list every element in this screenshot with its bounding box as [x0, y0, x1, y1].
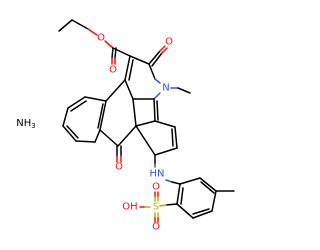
lactam-oxygen-label: O [165, 37, 173, 48]
bond-ethyl-o [87, 28, 98, 36]
ethyl-group [58, 19, 89, 32]
sulfonic-acid-group [139, 191, 178, 223]
bond-nh-aryl [165, 179, 173, 183]
right-aromatic-ring [135, 98, 178, 156]
ester-oxygen-label: O [97, 33, 105, 44]
pyridone-ring [124, 55, 161, 100]
chemical-structure: NH3 O O O N O HN S O O OH [16, 19, 235, 233]
benzo-ring-left [62, 96, 107, 143]
structure-canvas: NH3 O O O N O HN S O O OH [16, 19, 235, 233]
ammonia-label: NH3 [16, 118, 35, 131]
sulfur-label: S [153, 202, 159, 213]
bond-ester-ring [112, 47, 131, 57]
sulfonyl-oxygen-top-label: O [152, 182, 160, 193]
amine-nh-label: HN [150, 169, 165, 180]
bond-o-carbonyl [104, 40, 114, 49]
ketone-carbonyl [116, 145, 122, 163]
sulfonyl-oxygen-bottom-label: O [152, 222, 160, 233]
ester-carbonyl [111, 47, 117, 65]
ester-carbonyl-oxygen-label: O [109, 65, 117, 76]
ketone-oxygen-label: O [115, 162, 123, 173]
bond-aryl [171, 181, 181, 185]
hydroxyl-label: OH [122, 202, 137, 213]
methyl-n [177, 87, 191, 94]
ring-nitrogen-label: N [162, 83, 169, 94]
tolyl-ring [176, 177, 217, 219]
central-ring [99, 79, 137, 147]
lactam-carbonyl [148, 45, 168, 67]
